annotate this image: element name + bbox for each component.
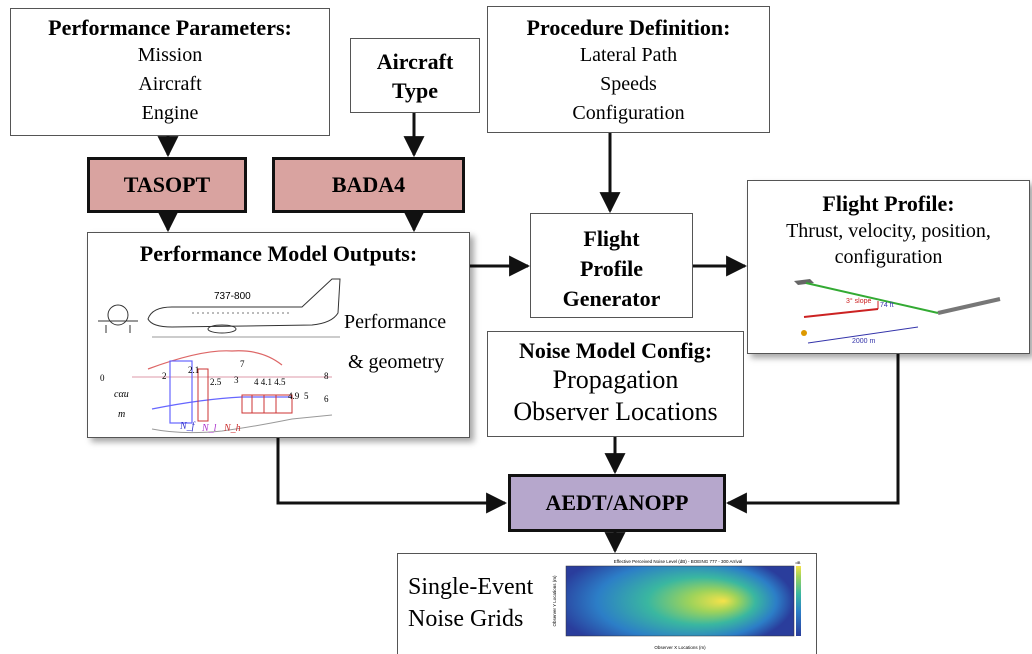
generator-line3: Generator (562, 286, 661, 311)
station-label-25: 2.5 (210, 377, 222, 387)
generator-line2: Profile (579, 256, 644, 281)
svg-text:0: 0 (100, 373, 105, 383)
station-label-8: 8 (324, 371, 329, 381)
performance-parameters-box: Performance Parameters: Mission Aircraft… (10, 8, 330, 136)
svg-text:m: m (118, 409, 125, 420)
noise-grids-line2: Noise Grids (408, 606, 524, 632)
flight-profile-line1: Thrust, velocity, position, (786, 220, 991, 242)
noise-config-title: Noise Model Config: (518, 338, 713, 363)
performance-parameters-title: Performance Parameters: (48, 15, 292, 40)
noise-grid-colorbar-label: dB (796, 560, 801, 565)
noise-grids-line1: Single-Event (408, 574, 534, 600)
flight-profile-plot: 3° slope 74 ft 2000 m (794, 279, 1001, 345)
flight-profile-slope-label: 3° slope (846, 297, 871, 305)
noise-config-observer-locations: Observer Locations (513, 397, 718, 426)
noise-grids-box: Single-Event Noise Grids Effective Perce… (397, 553, 817, 654)
noise-grid-contour-plot: Effective Perceived Noise Level (dB) - B… (552, 559, 801, 650)
svg-text:cαu: cαu (114, 389, 129, 400)
flight-profile-title: Flight Profile: (822, 191, 955, 216)
flight-profile-generator-box: Flight Profile Generator (530, 213, 693, 318)
bada4-box: BADA4 (272, 157, 465, 213)
station-label-6: 6 (324, 394, 329, 404)
performance-caption-line1: Performance (344, 311, 447, 333)
aedt-anopp-label: AEDT/ANOPP (545, 490, 689, 515)
performance-outputs-title: Performance Model Outputs: (139, 241, 418, 266)
procedure-configuration: Configuration (572, 102, 685, 124)
noise-model-config-box: Noise Model Config: Propagation Observer… (487, 331, 744, 437)
station-label-21: 2.1 (188, 365, 199, 375)
station-label-7: 7 (240, 359, 245, 369)
flight-profile-line2: configuration (834, 246, 943, 268)
aircraft-type-line1: Aircraft (376, 49, 454, 74)
aedt-anopp-box: AEDT/ANOPP (508, 474, 726, 532)
param-aircraft: Aircraft (138, 73, 202, 95)
procedure-lateral-path: Lateral Path (579, 44, 678, 66)
performance-caption-line2: & geometry (348, 351, 445, 373)
station-label-nl: N_l (201, 423, 217, 434)
bada4-label: BADA4 (331, 172, 406, 197)
noise-grid-plot-title: Effective Perceived Noise Level (dB) - B… (614, 559, 742, 564)
aircraft-drawing: 737-800 0 cαu m 2 2.1 2.5 3 4 4.1 4.5 4.… (98, 278, 341, 434)
station-label-49: 4.9 (288, 391, 300, 401)
flight-profile-distance-label: 2000 m (852, 338, 876, 345)
station-label-2: 2 (162, 371, 167, 381)
station-label-5: 5 (304, 391, 309, 401)
station-label-nh: N_h (223, 423, 241, 434)
aircraft-type-box: Aircraft Type (350, 38, 480, 113)
generator-line1: Flight (583, 226, 640, 251)
aircraft-type-line2: Type (391, 78, 439, 103)
procedure-definition-box: Procedure Definition: Lateral Path Speed… (487, 6, 770, 133)
arrow-outputs-to-aedt (276, 438, 508, 514)
arrow-profile-to-aedt (725, 354, 900, 514)
station-label-4: 4 4.1 4.5 (254, 377, 286, 387)
flight-profile-box: Flight Profile: Thrust, velocity, positi… (747, 180, 1030, 354)
param-engine: Engine (141, 102, 199, 124)
flight-profile-height-label: 74 ft (880, 302, 894, 309)
station-label-nf: N_f (179, 421, 196, 432)
aircraft-model-label: 737-800 (214, 291, 251, 302)
tasopt-box: TASOPT (87, 157, 247, 213)
procedure-speeds: Speeds (600, 73, 657, 95)
station-label-3: 3 (234, 375, 239, 385)
tasopt-label: TASOPT (123, 172, 211, 197)
procedure-definition-title: Procedure Definition: (526, 15, 731, 40)
noise-grid-x-label: Observer X Locations (m) (654, 645, 706, 650)
noise-config-propagation: Propagation (552, 365, 679, 394)
param-mission: Mission (137, 44, 203, 66)
performance-outputs-box: Performance Model Outputs: 737-800 0 cαu… (87, 232, 470, 438)
noise-grid-y-label: Observer Y Locations (m) (552, 575, 557, 627)
